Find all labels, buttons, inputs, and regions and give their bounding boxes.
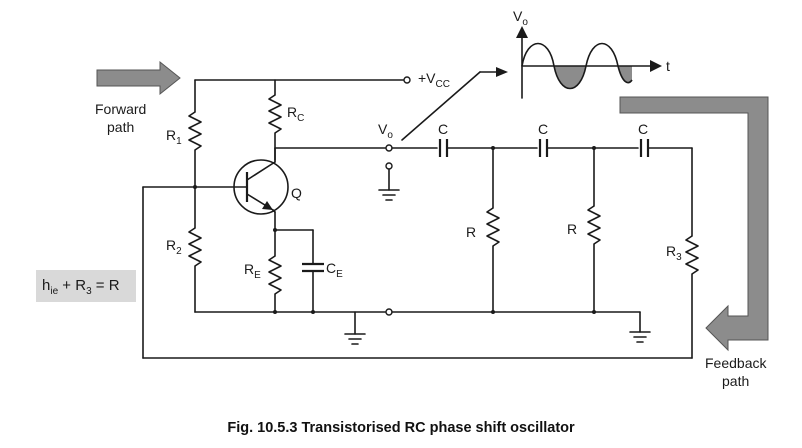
resistor-re — [268, 228, 282, 313]
r1-label: R1 — [166, 127, 182, 147]
forward-path-label-2: path — [107, 119, 134, 135]
c1-label: C — [438, 121, 448, 137]
capacitor-c2 — [538, 139, 639, 157]
waveform-graph — [516, 26, 662, 99]
forward-path-label-1: Forward — [95, 101, 146, 117]
r3-label: R3 — [666, 243, 682, 263]
collector-output-wire — [274, 144, 438, 152]
forward-path-arrow — [96, 60, 181, 96]
vo-ground-terminal — [378, 162, 400, 201]
vcc-label: +VCC — [418, 70, 450, 90]
graph-x-label: t — [666, 58, 670, 74]
formula-text: hie + R3 = R — [42, 277, 120, 297]
resistor-r2 — [188, 227, 202, 313]
r2-label: R2 — [166, 237, 182, 257]
capacitor-c1 — [438, 139, 538, 157]
transistor-label: Q — [291, 185, 302, 201]
capacitor-c3 — [639, 139, 693, 157]
graph-y-label: Vo — [513, 8, 528, 28]
formula-box — [36, 270, 136, 302]
c2-label: C — [538, 121, 548, 137]
feedback-path-arrow — [619, 96, 769, 352]
ground-symbol-right — [629, 311, 651, 343]
ground-rail — [194, 308, 641, 316]
transistor-q — [233, 147, 289, 231]
feedback-path-label-1: Feedback — [705, 355, 767, 371]
vo-output-label: Vo — [378, 121, 393, 141]
feedback-path-label-2: path — [722, 373, 749, 389]
vo-pointer-line — [401, 67, 508, 141]
resistor-r-shunt-1 — [486, 146, 500, 313]
resistor-r-shunt-2 — [587, 146, 601, 313]
rc-label: RC — [287, 104, 304, 124]
feedback-wire — [142, 186, 693, 359]
c3-label: C — [638, 121, 648, 137]
resistor-r3 — [685, 147, 699, 359]
re-label: RE — [244, 261, 261, 281]
r-shunt-1-label: R — [466, 224, 476, 240]
capacitor-ce — [274, 229, 324, 313]
resistor-r1 — [188, 79, 202, 229]
r-shunt-2-label: R — [567, 221, 577, 237]
figure-caption: Fig. 10.5.3 Transistorised RC phase shif… — [227, 420, 575, 436]
vcc-rail — [194, 76, 411, 84]
ground-symbol-left — [344, 311, 366, 345]
base-wires — [193, 185, 235, 189]
ce-label: CE — [326, 260, 343, 280]
